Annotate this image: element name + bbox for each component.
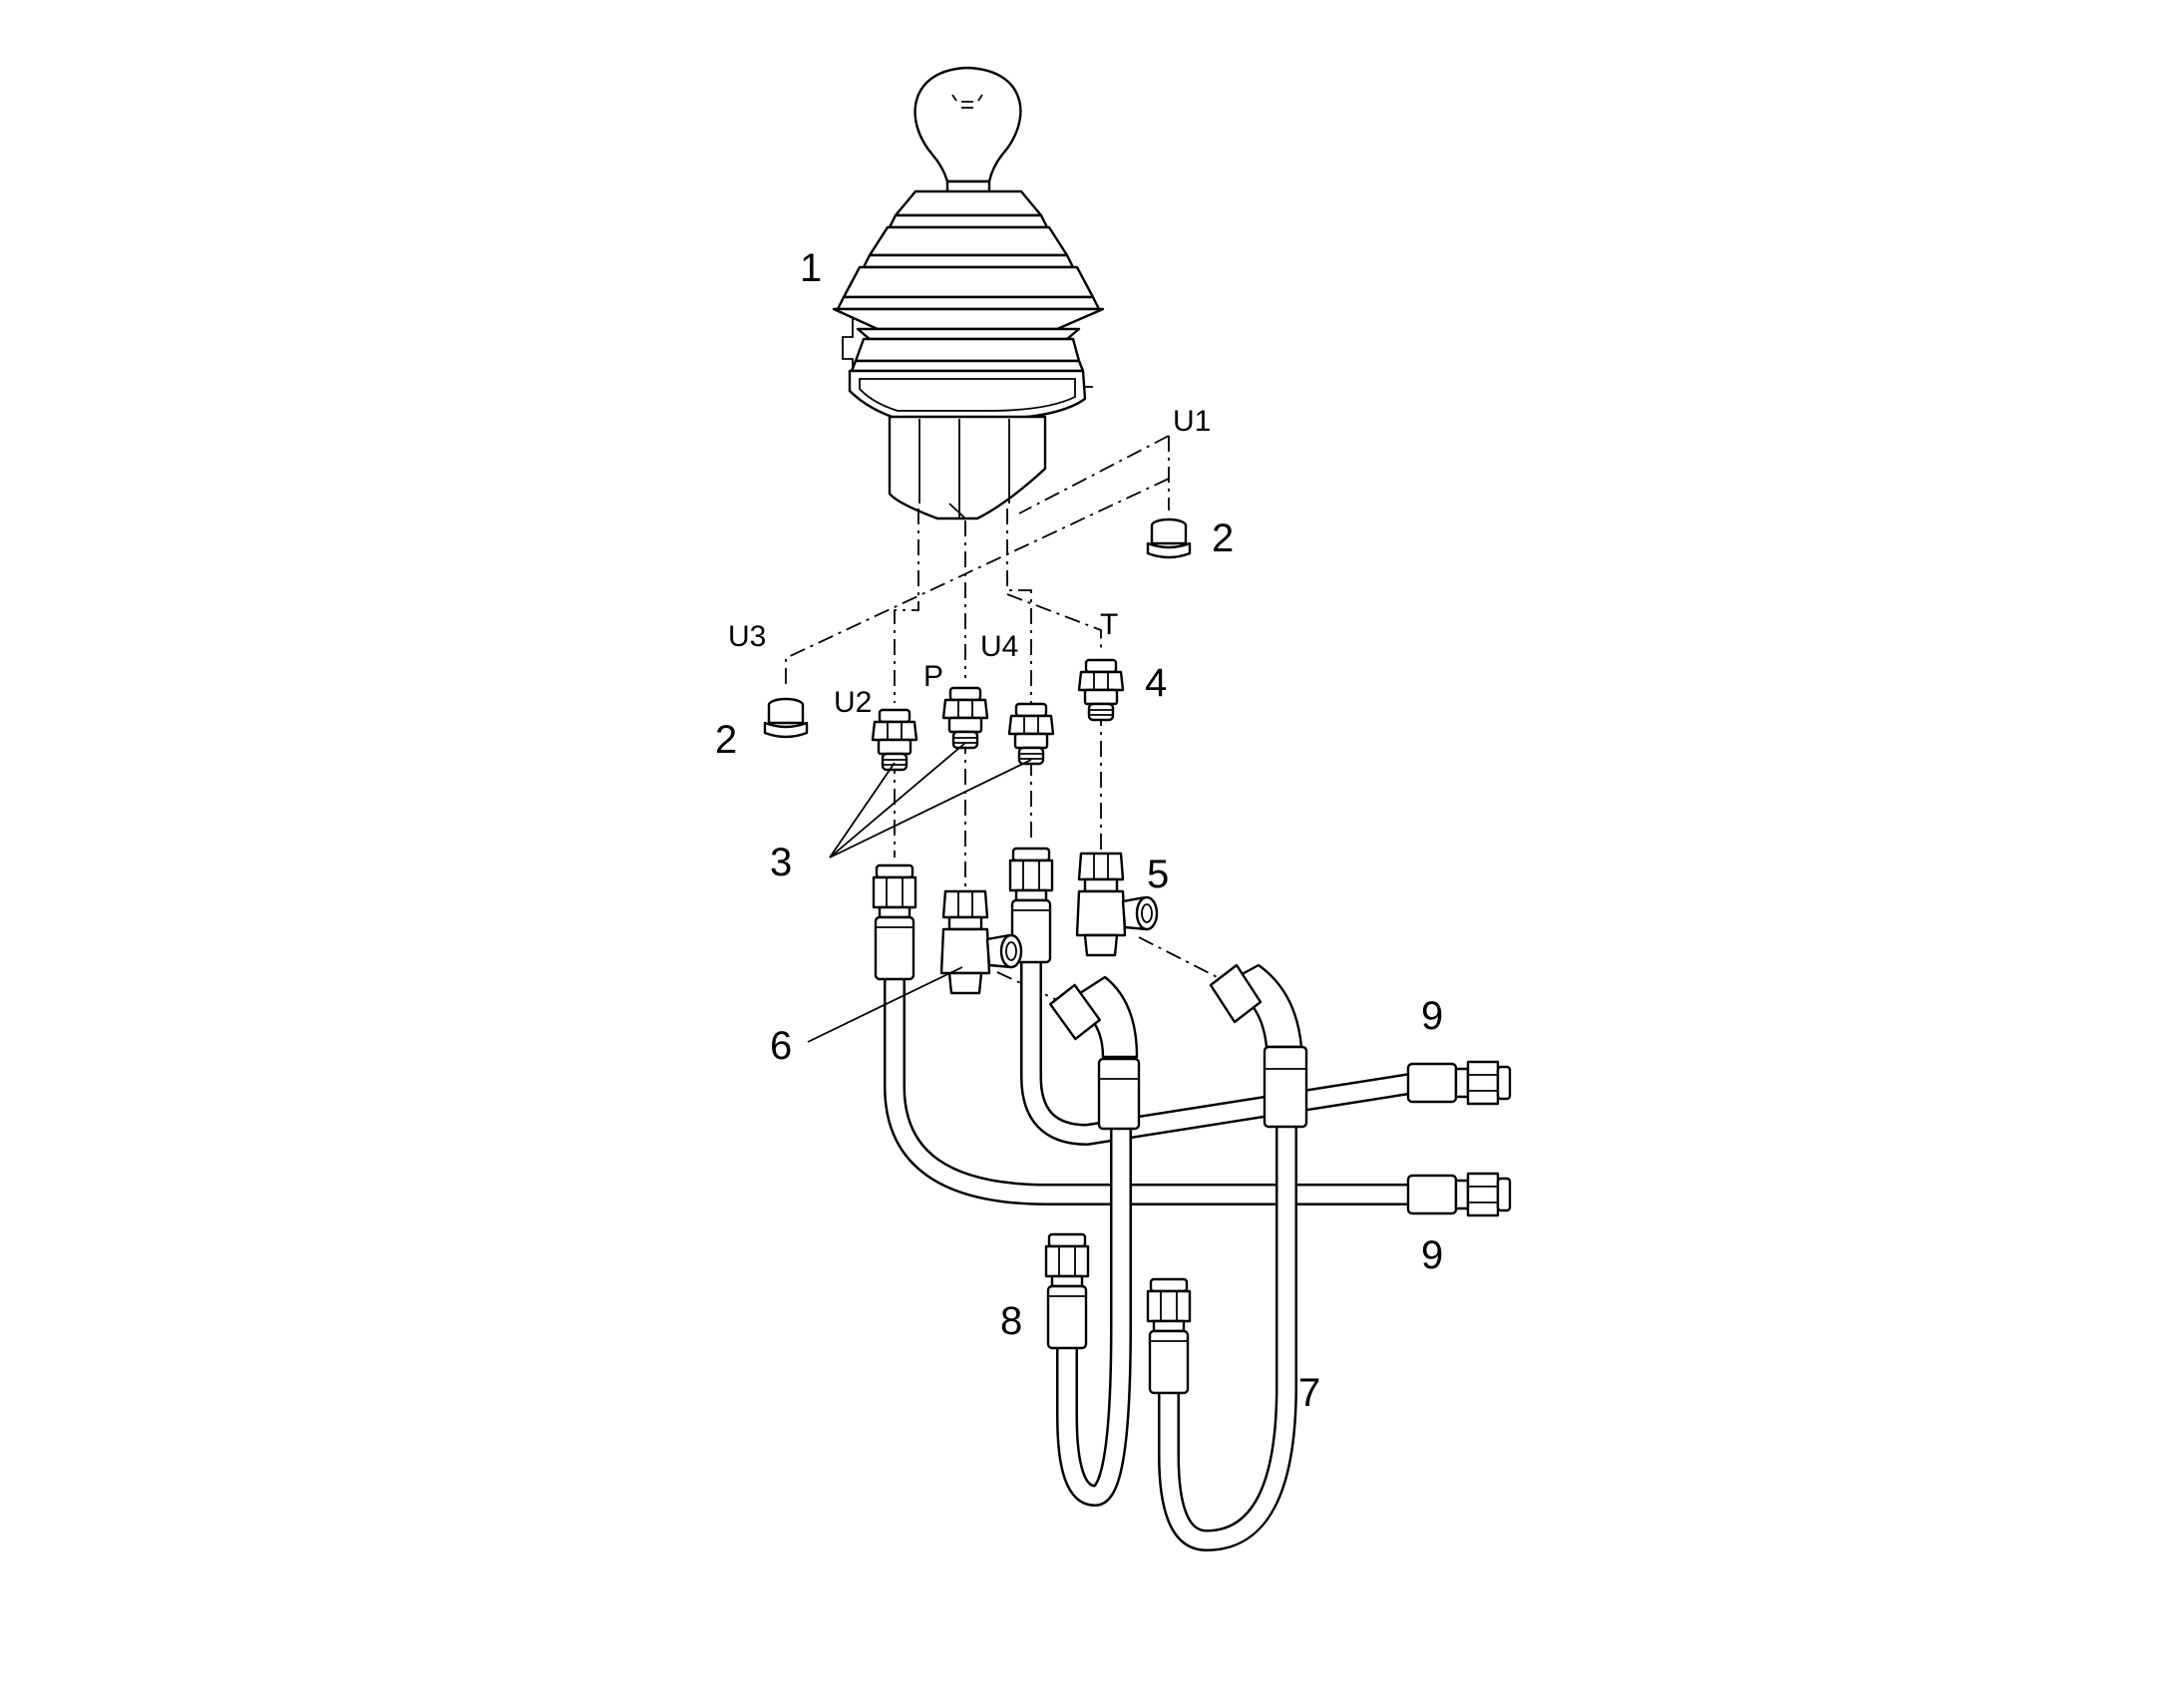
item-2-left-label: 2 <box>715 718 737 762</box>
port-u4-label: U4 <box>980 630 1018 663</box>
hose-end-9-upper <box>1406 1060 1512 1106</box>
fitting-icon <box>1007 702 1055 766</box>
item-7-label: 7 <box>1298 1371 1320 1415</box>
elbow-fitting-icon <box>1049 963 1308 1131</box>
item-3-label: 3 <box>770 841 792 884</box>
plug-icon <box>1146 517 1192 559</box>
item-9-lower-label: 9 <box>1421 1233 1443 1277</box>
item-4-label: 4 <box>1145 661 1167 705</box>
port-u2-label: U2 <box>834 686 872 719</box>
hose-end-u2 <box>872 863 917 981</box>
fitting-icon <box>941 686 989 750</box>
item-1-label: 1 <box>800 246 822 290</box>
item-9-upper-label: 9 <box>1421 994 1443 1038</box>
leader-lines <box>807 742 1032 1043</box>
hose-end-8 <box>1044 1232 1090 1350</box>
item-2-right-label: 2 <box>1212 516 1234 560</box>
item-5-label: 5 <box>1147 853 1169 896</box>
item-8-label: 8 <box>1000 1299 1022 1343</box>
hose-end-9-lower <box>1406 1172 1512 1217</box>
item-6-label: 6 <box>770 1024 792 1068</box>
joystick-icon <box>832 66 1105 520</box>
hose-end-7 <box>1146 1277 1192 1395</box>
fitting-icon <box>871 708 918 772</box>
fitting-icon <box>1077 658 1125 722</box>
plug-icon <box>763 697 809 739</box>
hose-icon <box>884 951 1427 1551</box>
port-u3-label: U3 <box>728 620 766 653</box>
port-p-label: P <box>923 660 943 693</box>
port-t-label: T <box>1100 608 1118 641</box>
port-u1-label: U1 <box>1173 405 1211 438</box>
